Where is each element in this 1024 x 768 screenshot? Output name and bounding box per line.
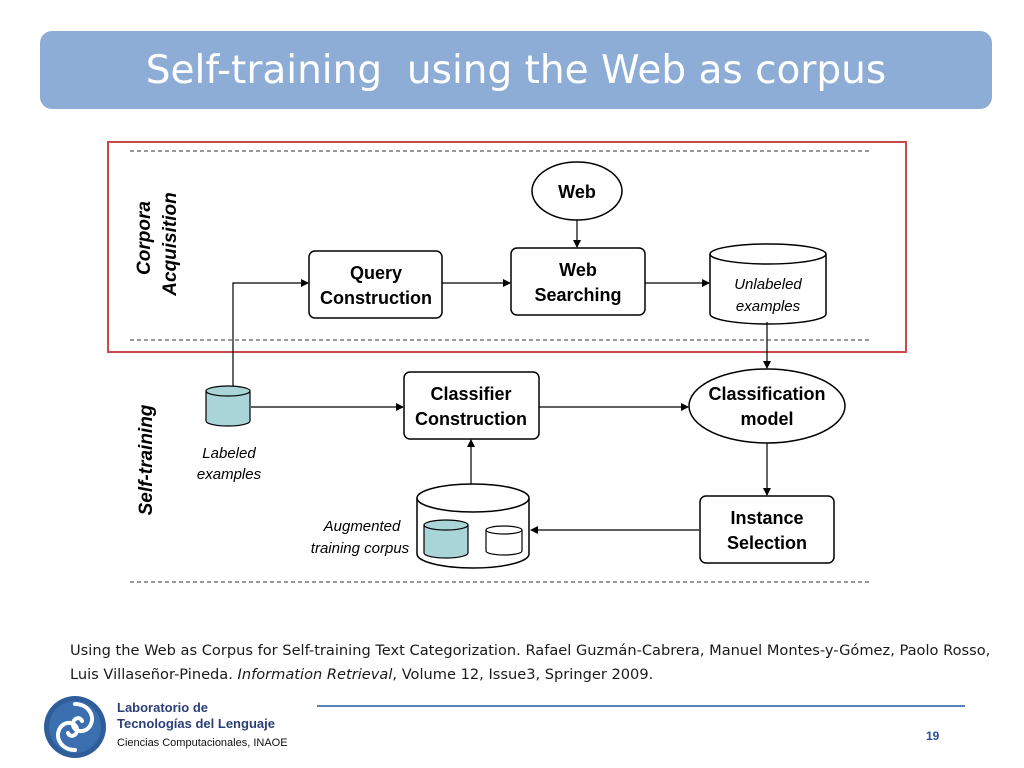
node-unlabeled-label-1: Unlabeled [734, 276, 802, 293]
title-bar: Self-training using the Web as corpus [40, 31, 992, 109]
node-augmented-label-2: training corpus [311, 540, 410, 557]
node-query-label-1: Query [350, 263, 402, 283]
citation: Using the Web as Corpus for Self-trainin… [70, 639, 1000, 687]
augmented-inner-unlabeled-cylinder [485, 525, 523, 556]
page-number: 19 [926, 729, 940, 743]
node-websearch-label-2: Searching [534, 285, 621, 305]
node-unlabeled-examples [709, 243, 827, 325]
node-labeled-label-1: Labeled [202, 445, 256, 462]
corpora-highlight-box [107, 141, 907, 353]
section-label-acquisition: Acquisition [160, 192, 181, 296]
node-model-label-1: Classification [708, 384, 825, 404]
augmented-inner-labeled-cylinder [423, 519, 469, 559]
lab-affiliation: Ciencias Computacionales, INAOE [117, 737, 288, 749]
section-label-self-training: Self-training [136, 404, 157, 515]
node-instance-label-1: Instance [730, 508, 803, 528]
node-unlabeled-label-2: examples [736, 298, 801, 315]
lab-name-line-1: Laboratorio de [117, 700, 209, 715]
citation-journal: Information Retrieval [237, 666, 393, 683]
node-query-construction [308, 250, 443, 319]
node-classifier-label-2: Construction [415, 409, 527, 429]
slide-title: Self-training using the Web as corpus [145, 47, 887, 93]
citation-details: , Volume 12, Issue3, Springer 2009. [392, 666, 654, 683]
node-model-label-2: model [740, 409, 793, 429]
node-instance-label-2: Selection [727, 533, 807, 553]
node-web-searching [510, 247, 646, 316]
inaoe-swirl-logo-icon [44, 696, 106, 758]
node-websearch-label-1: Web [559, 260, 597, 280]
footer-divider [317, 705, 965, 707]
node-query-label-2: Construction [320, 288, 432, 308]
node-instance-selection [699, 495, 835, 564]
node-labeled-label-2: examples [197, 466, 262, 483]
node-augmented-label-1: Augmented [323, 518, 401, 535]
citation-text: Using the Web as Corpus for Self-trainin… [70, 642, 991, 683]
section-label-corpora: Corpora [134, 201, 155, 275]
node-classification-model [688, 368, 846, 444]
node-labeled-examples [205, 385, 251, 427]
node-web-label: Web [558, 182, 596, 202]
node-classifier-label-1: Classifier [430, 384, 511, 404]
arrow-labeled-to-query [232, 279, 309, 386]
lab-name-line-2: Tecnologías del Lenguaje [117, 716, 275, 731]
